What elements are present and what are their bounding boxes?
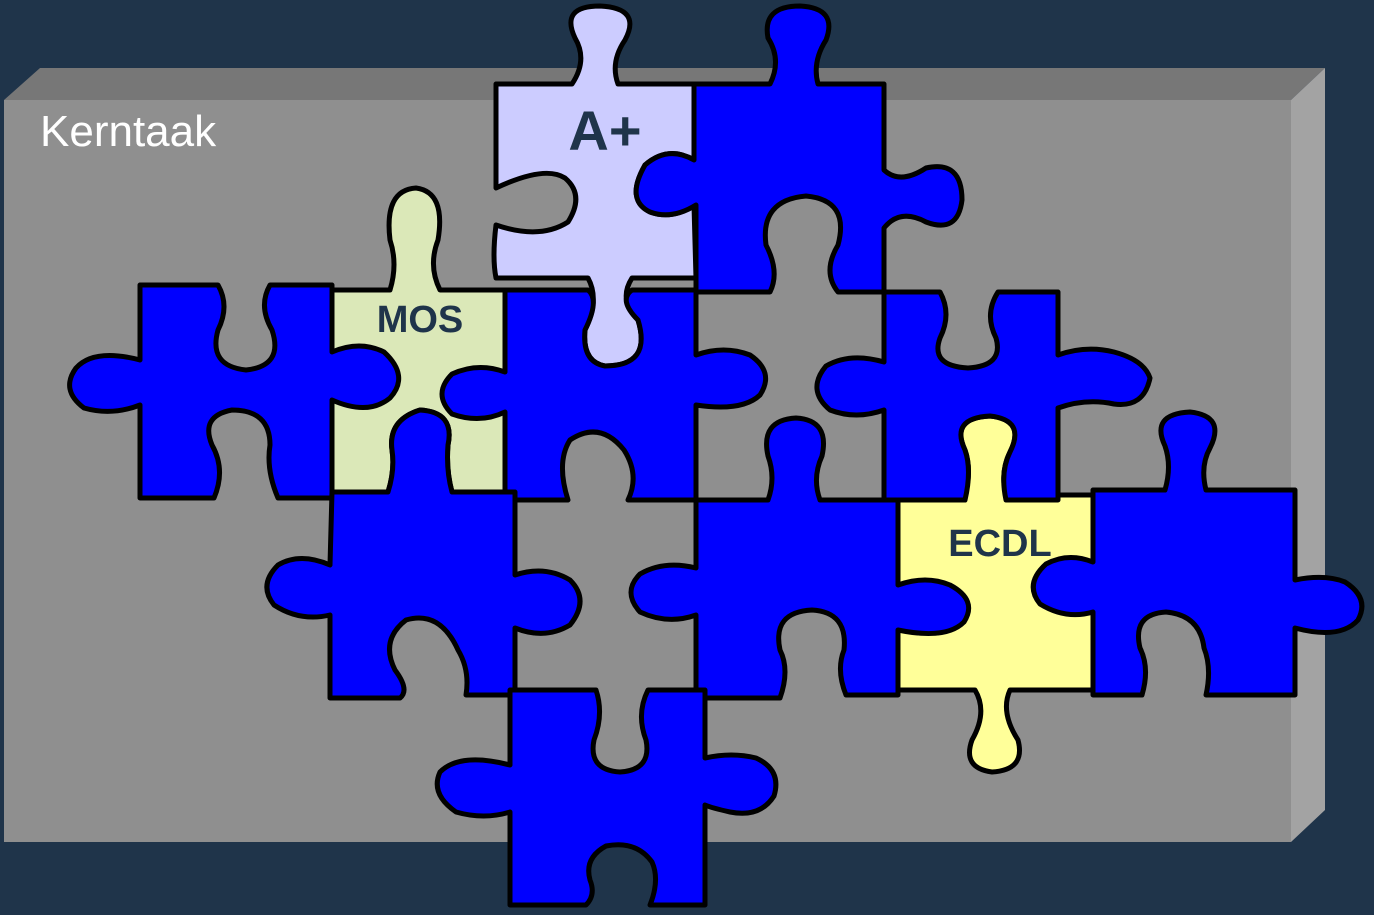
piece-label-aplus: A+	[568, 99, 641, 162]
piece-label-mos: MOS	[377, 299, 464, 341]
piece-label-ecdl: ECDL	[948, 523, 1051, 565]
board-side-face	[1291, 68, 1325, 842]
board-title: Kerntaak	[40, 107, 217, 156]
